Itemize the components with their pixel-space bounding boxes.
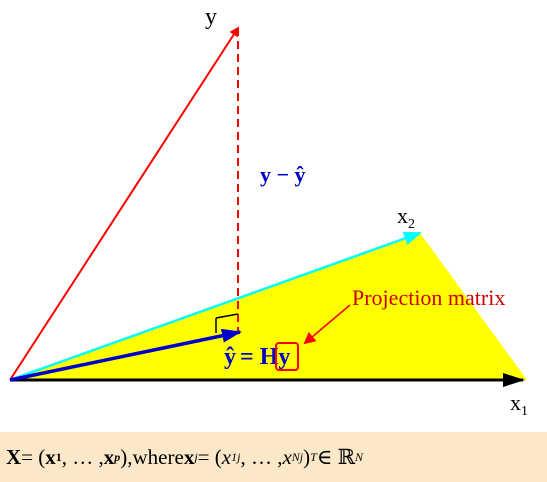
projection-matrix-label: Projection matrix: [352, 285, 505, 310]
projection-matrix-pointer: [303, 304, 351, 345]
residual-label: y − ŷ: [260, 162, 306, 187]
yhat-equation: ŷ=Hy: [224, 344, 290, 370]
y-label: y: [205, 4, 217, 30]
right-angle-marker: [215, 313, 239, 333]
x2-vector: [9, 231, 422, 382]
y-vector: [9, 26, 240, 381]
H-highlight-box: [275, 342, 299, 371]
x2-label: x2: [397, 203, 415, 232]
x1-label: x1: [510, 390, 528, 419]
projection-diagram: y x2 x1 y − ŷ Projection matrix ŷ=Hy: [9, 4, 528, 419]
yhat-vector: [9, 328, 242, 382]
column-space-plane: [10, 233, 527, 380]
